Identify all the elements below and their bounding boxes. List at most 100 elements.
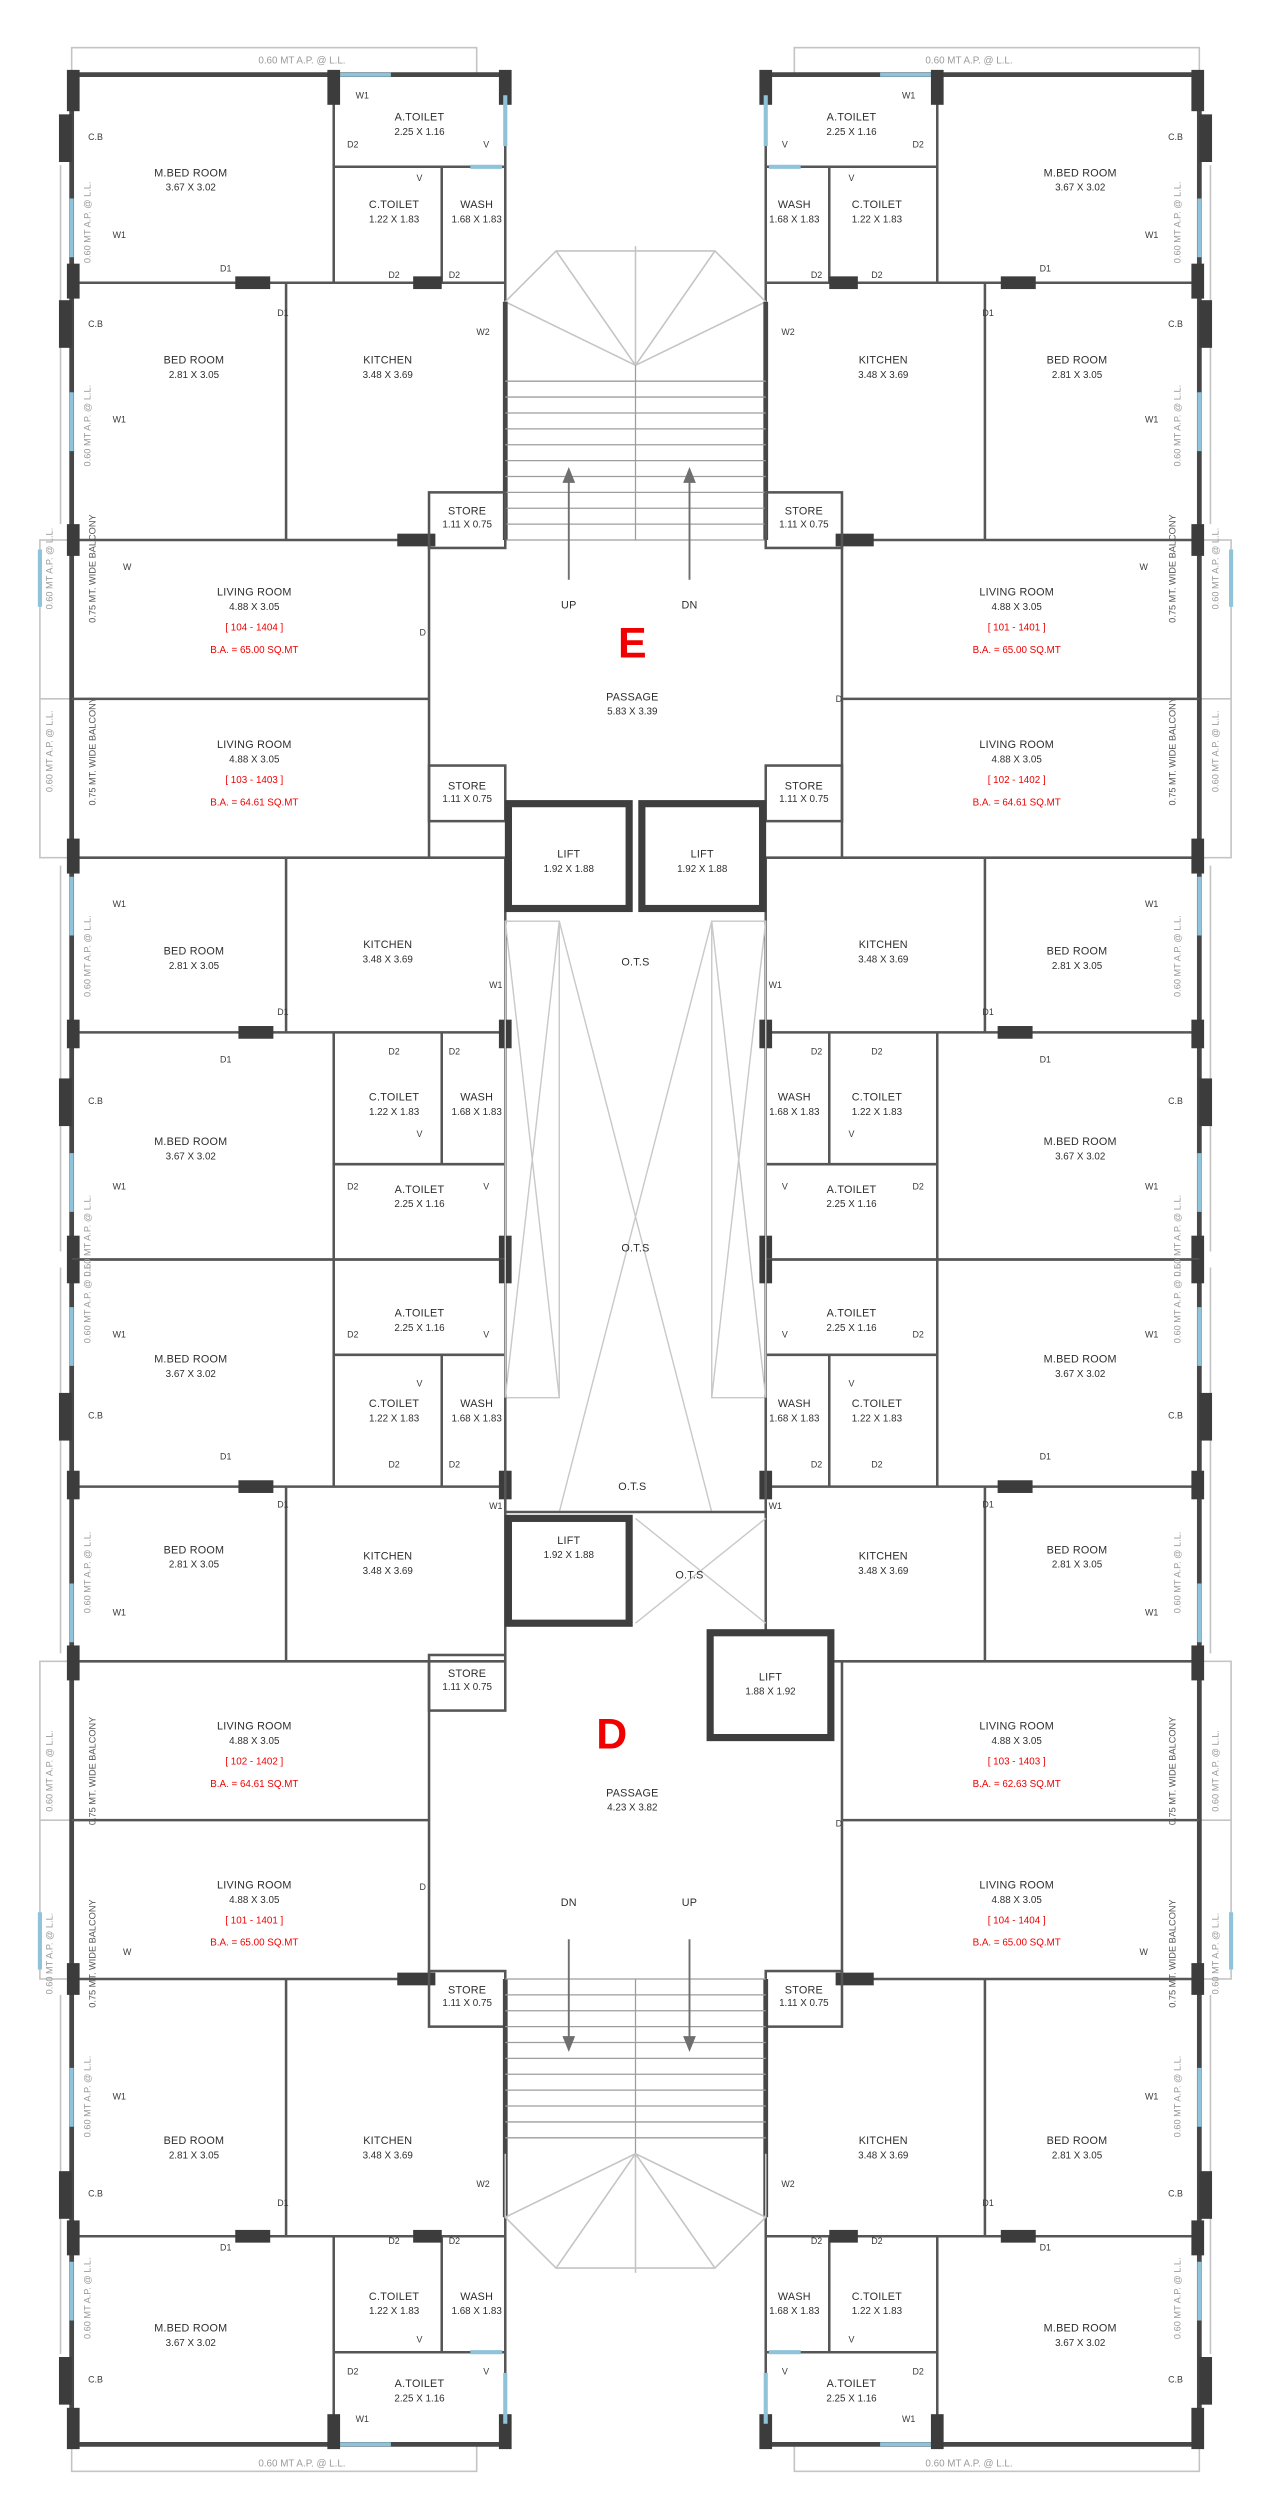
balcony-label-vertical: 0.75 MT. WIDE BALCONY [87,514,97,622]
store-room [764,764,844,823]
room-label-mbedroom: M.BED ROOM [154,1136,227,1148]
room-label-bedroom: BED ROOM [1047,355,1108,367]
balcony-label-vertical: 0.75 MT. WIDE BALCONY [87,1717,97,1825]
marker-d1: D1 [1040,264,1051,274]
labels-d-left: A.TOILET 2.25 X 1.16 D2 V W1 0.60 MT A.P… [45,1262,503,2470]
marker-v: V [417,173,423,183]
marker-d1: D1 [277,1007,288,1017]
room-dim-ctoilet: 1.22 X 1.83 [852,1107,903,1118]
room-dim-kitchen: 3.48 X 3.69 [858,1566,908,1577]
marker-w: W [1140,1947,1149,1957]
flat-area: B.A. = 64.61 SQ.MT [210,1779,298,1790]
marker-v: V [417,1379,423,1389]
ap-label-vertical: 0.60 MT A.P. @ L.L. [83,1195,93,1277]
room-dim-atoilet: 2.25 X 1.16 [394,1199,445,1210]
marker-d2: D2 [388,2236,399,2246]
room-label-living: LIVING ROOM [979,1879,1054,1891]
core-boundary-wall [503,1397,768,1514]
marker-d1: D1 [1040,1452,1051,1462]
ots-shafts [504,920,767,1513]
balcony-label-vertical: 0.75 MT. WIDE BALCONY [1168,697,1178,805]
marker-w2: W2 [476,2179,489,2189]
room-label-bedroom: BED ROOM [164,355,225,367]
stair-arrowheads [562,466,696,483]
room-label-atoilet: A.TOILET [395,112,445,124]
room-dim-ctoilet: 1.22 X 1.83 [369,1107,420,1118]
balcony-label-vertical: 0.75 MT. WIDE BALCONY [1168,1717,1178,1825]
marker-cb: C.B [88,2189,103,2199]
flat-area: B.A. = 64.61 SQ.MT [973,797,1061,808]
marker-w1: W1 [902,90,915,100]
marker-w1: W1 [1145,1607,1158,1617]
marker-d1: D1 [982,1499,993,1509]
room-dim-wash: 1.68 X 1.83 [769,2306,820,2317]
marker-v: V [782,1329,788,1339]
marker-d1: D1 [982,1007,993,1017]
room-dim-kitchen: 3.48 X 3.69 [363,2150,413,2161]
room-dim-kitchen: 3.48 X 3.69 [363,370,413,381]
flat-block-d-right [759,1260,1231,2472]
ap-label-vertical: 0.60 MT A.P. @ L.L. [1172,1195,1182,1277]
room-label-kitchen: KITCHEN [363,1551,412,1563]
marker-d2: D2 [388,1460,399,1470]
room-dim-living: 4.88 X 3.05 [992,1736,1043,1747]
room-label-atoilet: A.TOILET [827,1184,877,1196]
room-dim-atoilet: 2.25 X 1.16 [826,2393,877,2404]
labels-core-e: STORE 1.11 X 0.75 STORE 1.11 X 0.75 UP D… [419,506,842,1255]
room-label-atoilet: A.TOILET [395,1308,445,1320]
room-dim-atoilet: 2.25 X 1.16 [826,1199,877,1210]
ap-label-vertical: 0.60 MT A.P. @ L.L. [45,528,55,610]
room-dim-living: 4.88 X 3.05 [229,1736,280,1747]
ap-label-vertical: 0.60 MT A.P. @ L.L. [45,1730,55,1812]
marker-w1: W1 [113,1329,126,1339]
marker-v: V [782,140,788,150]
room-dim-store: 1.11 X 0.75 [779,519,829,530]
ots-x [635,1517,767,1624]
ap-label-vertical: 0.60 MT A.P. @ L.L. [83,2257,93,2339]
marker-w: W [123,1947,132,1957]
room-dim-store: 1.11 X 0.75 [442,794,492,805]
room-dim-living: 4.88 X 3.05 [229,754,280,765]
marker-d1: D1 [277,1499,288,1509]
ap-label-vertical: 0.60 MT A.P. @ L.L. [83,2056,93,2138]
ap-label-vertical: 0.60 MT A.P. @ L.L. [45,1913,55,1995]
marker-d2: D2 [871,1047,882,1057]
flat-number: [ 104 - 1404 ] [225,623,283,634]
marker-d2: D2 [388,1047,399,1057]
room-label-ctoilet: C.TOILET [852,199,902,211]
marker-v: V [483,1329,489,1339]
room-dim-wash: 1.68 X 1.83 [769,1107,820,1118]
marker-w1: W1 [1145,2092,1158,2102]
flat-area: B.A. = 65.00 SQ.MT [973,1938,1061,1949]
flat-area: B.A. = 65.00 SQ.MT [210,1938,298,1949]
marker-d1: D1 [220,2243,231,2253]
room-dim-mbedroom: 3.67 X 3.02 [1055,2338,1105,2349]
stair-fan-lines [504,2152,767,2273]
room-label-kitchen: KITCHEN [363,939,412,951]
marker-w1: W1 [113,414,126,424]
room-dim-kitchen: 3.48 X 3.69 [363,1566,413,1577]
marker-cb: C.B [88,132,103,142]
marker-w1: W1 [489,980,502,990]
marker-w1: W1 [356,90,369,100]
store-room [427,764,507,823]
store-room [764,491,844,550]
marker-v: V [782,2366,788,2376]
labels-core-d: O.T.S W1 W1 LIFT 1.92 X 1.88 O.T.S LIFT … [419,1481,842,2009]
room-dim-lift: 1.92 X 1.88 [544,864,595,875]
room-dim-bedroom: 2.81 X 3.05 [1052,961,1103,972]
stair-up-label: UP [682,1897,697,1909]
room-label-lift: LIFT [691,849,714,861]
room-label-wash: WASH [460,1398,493,1410]
marker-d1: D1 [220,1452,231,1462]
ap-label-vertical: 0.60 MT A.P. @ L.L. [45,710,55,792]
room-label-living: LIVING ROOM [217,739,292,751]
room-label-wash: WASH [778,2291,811,2303]
room-label-wash: WASH [460,199,493,211]
balcony-label-vertical: 0.75 MT. WIDE BALCONY [87,1899,97,2007]
balcony-label-vertical: 0.75 MT. WIDE BALCONY [1168,514,1178,622]
flat-block-d-left [40,1260,512,2472]
marker-v: V [849,1379,855,1389]
stair-arrows [567,1939,691,2040]
